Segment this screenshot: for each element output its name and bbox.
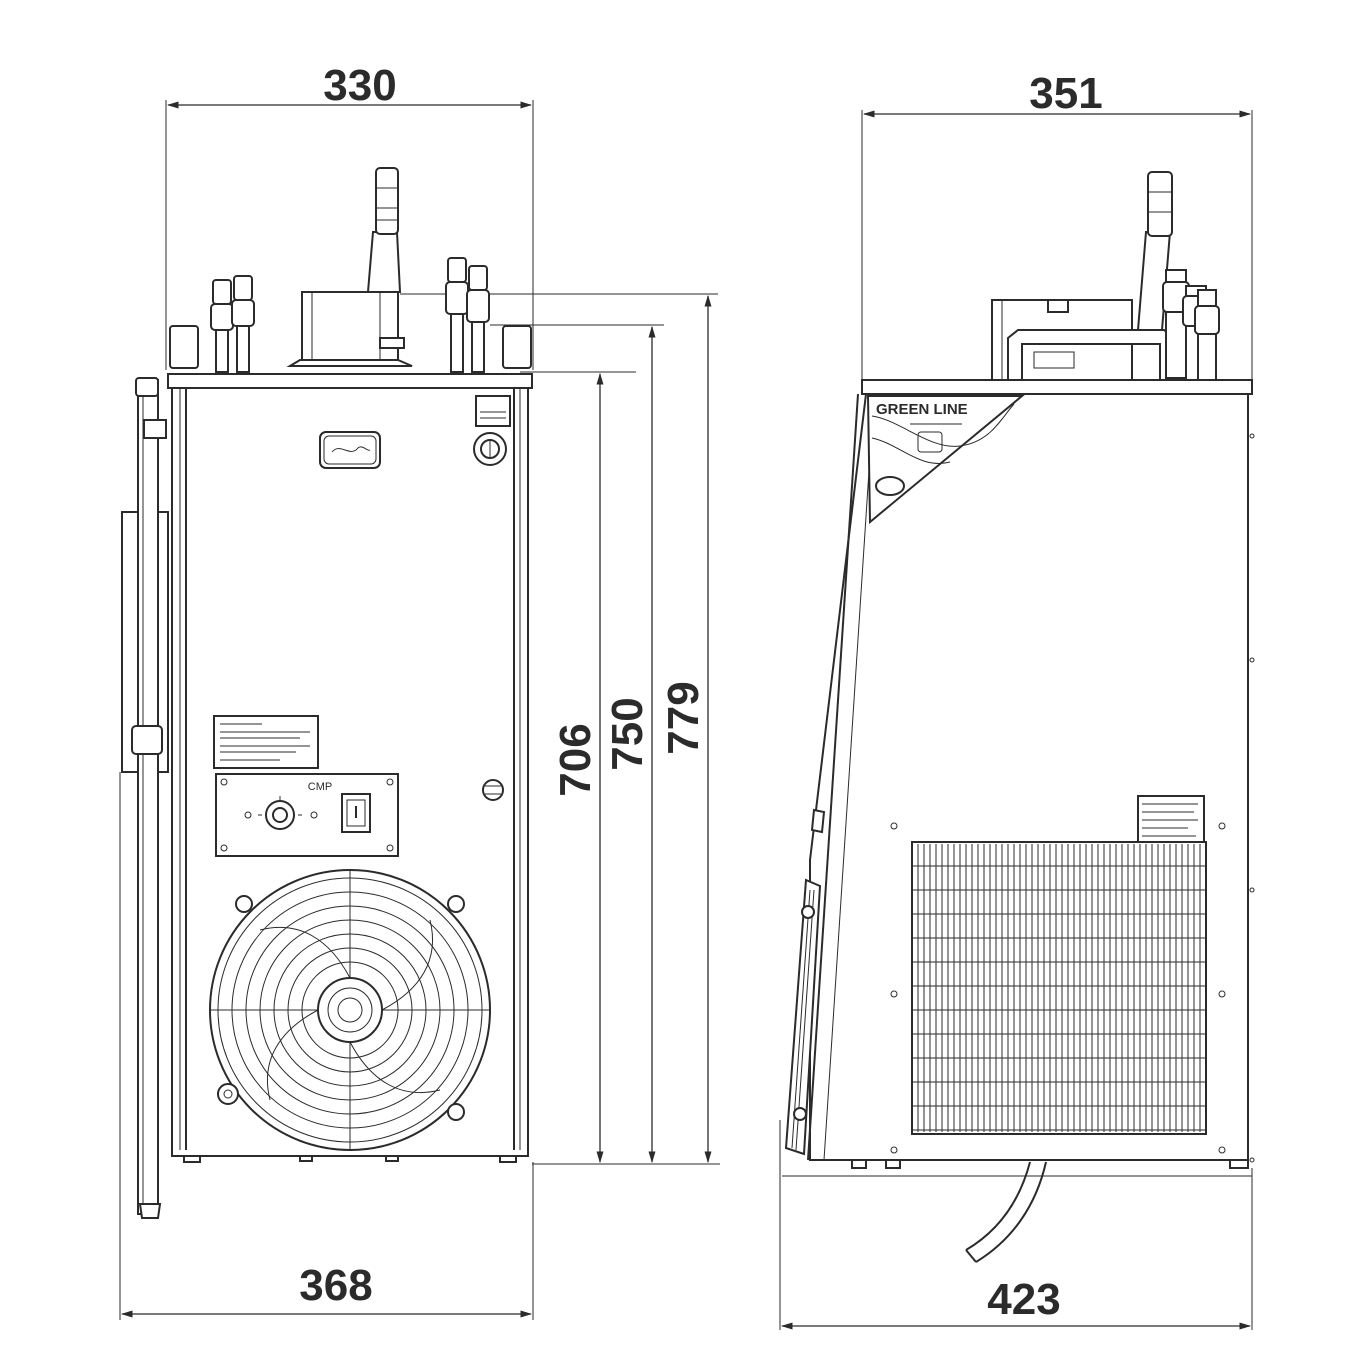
side-fan-guard bbox=[784, 808, 826, 1156]
dimension-label-423: 423 bbox=[987, 1275, 1060, 1324]
drain-hose bbox=[965, 1161, 1047, 1263]
dimension-423: 423 bbox=[779, 1120, 1253, 1330]
power-switch[interactable] bbox=[341, 793, 371, 833]
brand-logo bbox=[319, 431, 381, 469]
side-warning-label bbox=[1137, 795, 1205, 845]
dimension-label-706: 706 bbox=[551, 723, 600, 796]
dimension-label-750: 750 bbox=[603, 697, 652, 770]
control-panel: CMP bbox=[215, 773, 399, 857]
badge-title: GREEN LINE bbox=[876, 401, 968, 418]
front-view: 330 bbox=[119, 61, 720, 1320]
warning-label bbox=[213, 715, 319, 769]
dimension-label-351: 351 bbox=[1029, 69, 1102, 118]
dimension-368: 368 bbox=[119, 772, 534, 1320]
dimension-heights: 706 750 779 bbox=[532, 294, 720, 1165]
dimension-label-330: 330 bbox=[323, 61, 396, 110]
side-top-fittings bbox=[991, 171, 1220, 381]
dimension-label-368: 368 bbox=[299, 1261, 372, 1310]
front-gauge bbox=[473, 395, 511, 466]
condenser-grille bbox=[890, 822, 1226, 1154]
dimension-330: 330 bbox=[165, 61, 534, 370]
green-line-badge: GREEN LINE bbox=[866, 395, 1025, 525]
switch-label: CMP bbox=[308, 781, 332, 793]
screw-fitting bbox=[482, 779, 504, 801]
front-side-pipe bbox=[121, 377, 169, 1219]
dimension-label-779: 779 bbox=[659, 681, 708, 754]
thermostat-knob[interactable] bbox=[258, 796, 302, 830]
side-view: 351 bbox=[779, 69, 1255, 1330]
front-fan-guard bbox=[209, 869, 491, 1151]
dimension-351: 351 bbox=[861, 69, 1253, 380]
front-top-fittings bbox=[169, 167, 718, 373]
